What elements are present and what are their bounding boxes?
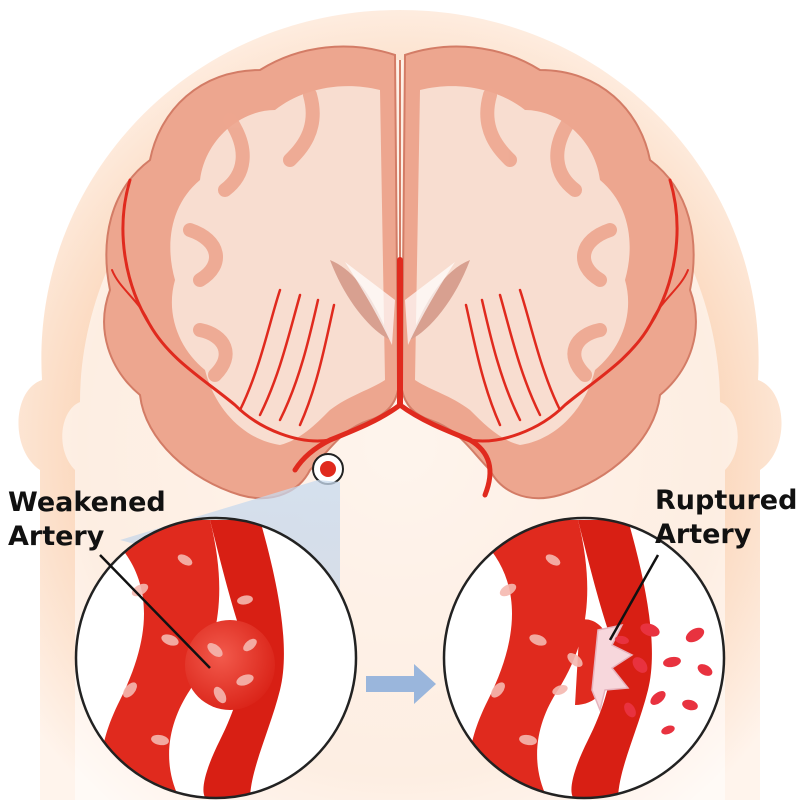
leader-lines: [99, 554, 660, 669]
rupture-site: [591, 623, 634, 713]
aneurysm-marker: [312, 453, 344, 485]
weakened-artery-zoom: [74, 516, 358, 800]
weakened-artery-label: Weakened Artery: [8, 486, 166, 554]
right-arrow-icon: [366, 664, 436, 704]
cerebral-arteries: [111, 178, 689, 498]
weakened-label-line2: Artery: [8, 521, 105, 552]
right-ventricle: [410, 260, 470, 340]
escaping-blood-cells: [615, 623, 713, 735]
weakened-label-line1: Weakened: [8, 487, 166, 518]
brain-cross-section: [103, 45, 697, 500]
ruptured-leader-line: [608, 554, 660, 641]
ruptured-artery-label: Ruptured Artery: [655, 484, 797, 552]
ruptured-label-line2: Artery: [655, 519, 752, 550]
left-ventricle: [330, 260, 390, 340]
ruptured-label-line1: Ruptured: [655, 485, 798, 516]
weakened-leader-line: [99, 554, 211, 669]
ruptured-artery-zoom: [442, 516, 726, 800]
